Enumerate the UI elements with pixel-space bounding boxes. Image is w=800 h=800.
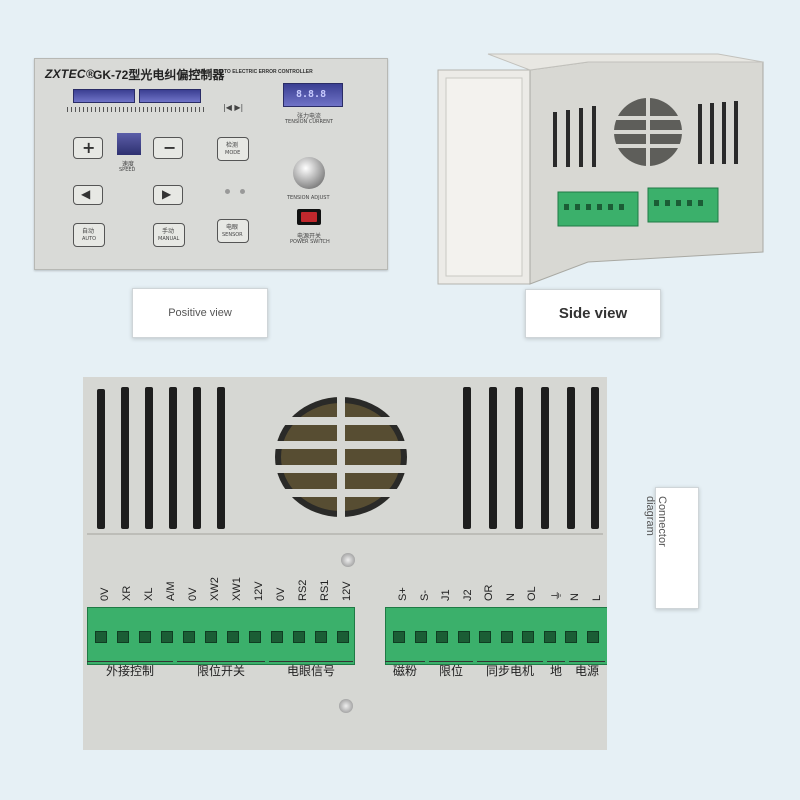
- pin-label: 0V: [275, 587, 287, 601]
- left-lcd: [73, 89, 135, 103]
- auto-button[interactable]: 自动 AUTO: [73, 223, 105, 247]
- side-view-caption: Side view: [525, 289, 661, 338]
- side-right-vents: [698, 101, 738, 164]
- group-label-ground: 地: [547, 661, 565, 678]
- side-terminal-right: [647, 187, 719, 223]
- fan-grille: [271, 395, 411, 519]
- power-switch-label-en: POWER SWITCH: [290, 239, 330, 245]
- tension-label-cn: 张力电流: [297, 113, 322, 120]
- power-switch[interactable]: [297, 209, 321, 225]
- side-left-vents: [553, 106, 596, 167]
- terminal-screw: [479, 631, 491, 643]
- pin-label: 0V: [99, 587, 111, 601]
- front-panel-photo: ZXTEC® GK-72型光电纠偏控制器 GK-72 PHOTO ELECTRI…: [34, 58, 388, 270]
- side-view-photo: [437, 53, 764, 285]
- terminal-screw: [95, 631, 107, 643]
- pin-label: J2: [461, 589, 474, 601]
- terminal-screw: [565, 631, 577, 643]
- left-arrow-button[interactable]: ◀: [73, 185, 103, 205]
- terminal-screw: [543, 631, 556, 643]
- right-arrow-button[interactable]: ▶: [153, 185, 183, 205]
- terminal-screw: [161, 631, 173, 643]
- indicator-led-right: [240, 189, 245, 194]
- limit-icons: |◀ ▶|: [223, 103, 244, 112]
- connector-diagram-caption: Connector diagram: [644, 487, 699, 609]
- tension-adjust-knob[interactable]: [293, 157, 325, 189]
- group-label-external-control: 外接控制: [87, 661, 173, 678]
- mode-button[interactable]: 检测 MODE: [217, 137, 249, 161]
- group-label-magnetic-powder: 磁粉: [385, 661, 425, 678]
- terminal-screw: [249, 631, 261, 643]
- pin-label: RS2: [297, 579, 309, 601]
- pin-label: 0V: [187, 587, 199, 601]
- terminal-screw: [586, 631, 599, 643]
- terminal-screw: [393, 631, 405, 643]
- pin-label: OR: [483, 584, 495, 602]
- pin-label: XW2: [209, 577, 221, 601]
- pin-label: N: [504, 593, 517, 601]
- left-terminal-block: [87, 607, 355, 665]
- speed-indicator: [117, 133, 141, 155]
- pin-label: XL: [143, 587, 155, 601]
- screw-top: [341, 553, 355, 567]
- group-label-limit: 限位: [429, 661, 473, 678]
- positive-view-caption: Positive view: [132, 288, 268, 338]
- group-label-limit-switch: 限位开关: [177, 661, 265, 678]
- pin-label: XR: [121, 585, 133, 601]
- group-label-sensor-signal: 电眼信号: [269, 661, 353, 678]
- terminal-screw: [500, 631, 513, 643]
- terminal-screw: [205, 631, 217, 643]
- pin-label: J1: [440, 589, 452, 601]
- terminal-screw: [271, 631, 283, 643]
- manual-button[interactable]: 手动 MANUAL: [153, 223, 185, 247]
- sensor-button[interactable]: 电眼 SENSOR: [217, 219, 249, 243]
- group-label-sync-motor: 同步电机: [477, 661, 543, 678]
- speed-label-cn: 速度: [122, 161, 135, 168]
- terminal-screw: [139, 631, 151, 643]
- pin-label: L: [590, 594, 603, 601]
- tension-display: 8.8.8: [283, 83, 343, 107]
- terminal-screw: [337, 631, 349, 643]
- scale-ticks: [67, 107, 205, 112]
- terminal-screw: [436, 631, 448, 643]
- brand-logo: ZXTEC®: [45, 67, 95, 81]
- indicator-led-left: [225, 189, 230, 194]
- pin-label: OL: [526, 586, 538, 601]
- power-rocker: [301, 212, 317, 222]
- pin-label: N: [569, 593, 581, 601]
- speed-label-en: SPEED: [119, 167, 136, 173]
- terminal-screw: [293, 631, 305, 643]
- center-lcd: [139, 89, 201, 103]
- pin-label: S+: [397, 587, 409, 601]
- pin-label: XW1: [231, 577, 243, 601]
- terminal-screw: [522, 631, 534, 643]
- pin-label: A/M: [165, 581, 177, 601]
- terminal-screw: [457, 631, 470, 643]
- panel-subtitle: GK-72 PHOTO ELECTRIC ERROR CONTROLLER: [197, 69, 313, 75]
- model-name: GK-72型光电纠偏控制器: [93, 68, 225, 82]
- plus-button[interactable]: +: [73, 137, 103, 159]
- pin-label: 12V: [341, 581, 353, 601]
- pin-label: ⏚: [550, 590, 563, 601]
- terminal-screw: [227, 631, 239, 643]
- terminal-screw: [183, 631, 195, 643]
- terminal-screw: [117, 631, 129, 643]
- screw-bottom: [339, 699, 353, 713]
- pin-label: 12V: [253, 581, 265, 601]
- power-switch-label-cn: 电源开关: [297, 233, 322, 240]
- pin-label: S-: [418, 590, 431, 601]
- pin-label: RS1: [319, 579, 331, 601]
- connector-diagram-photo: 外接控制 限位开关 电眼信号 磁粉 限位 同步电机 地 电源 0V XR XL A/M…: [83, 377, 607, 750]
- terminal-screw: [414, 631, 427, 643]
- tension-adjust-label: TENSION ADJUST: [287, 195, 330, 201]
- tension-label-en: TENSION CURRENT: [285, 119, 333, 125]
- group-label-power: 电源: [569, 661, 605, 678]
- minus-button[interactable]: −: [153, 137, 183, 159]
- terminal-screw: [315, 631, 327, 643]
- tension-display-value: 8.8.8: [296, 89, 327, 100]
